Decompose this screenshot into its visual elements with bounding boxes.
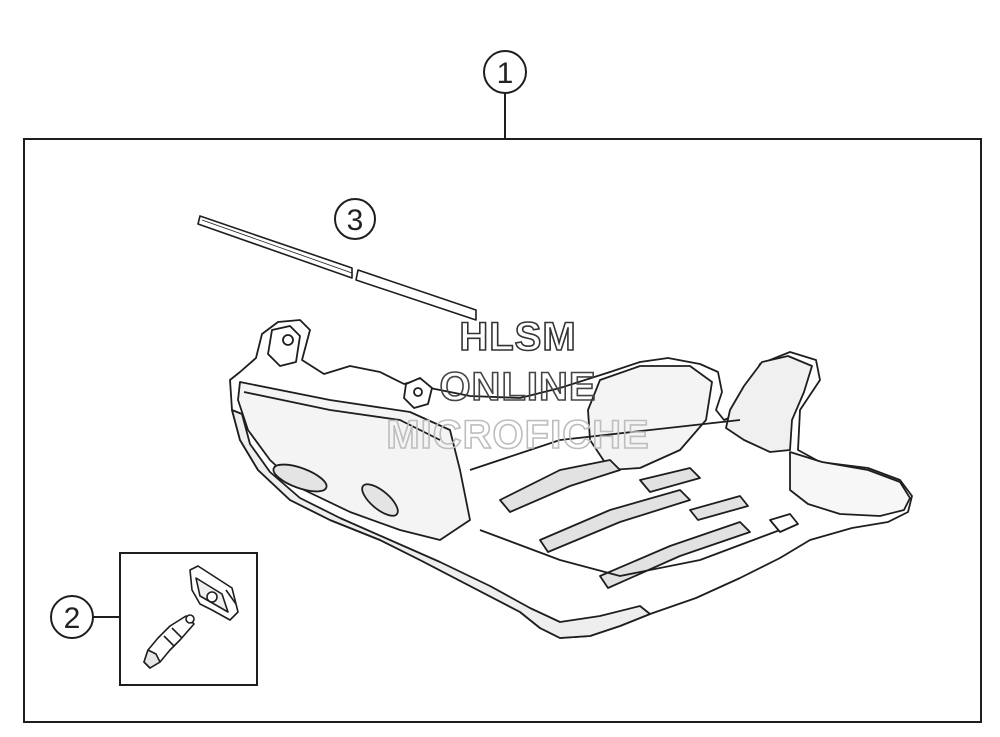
fastener-part[interactable] xyxy=(143,565,239,669)
rubber-strip-segment-2 xyxy=(355,269,477,321)
fastener-bolt-thread xyxy=(171,627,183,639)
skid-plate-rear-fin xyxy=(725,355,813,453)
fastener-bolt-thread-2 xyxy=(163,635,175,647)
skid-plate-recess-2 xyxy=(361,483,399,517)
skid-plate-recess-1 xyxy=(272,463,328,493)
fastener-detail-box xyxy=(119,552,258,686)
callout-3-label: 3 xyxy=(347,204,364,237)
skid-plate-rib-2 xyxy=(539,489,691,553)
skid-plate-rear-tab xyxy=(769,513,799,533)
fastener-clip-hole xyxy=(206,591,218,603)
skid-plate-left-wall-line xyxy=(243,391,441,441)
skid-plate-left-tab-hole xyxy=(282,334,294,346)
watermark: HLSM ONLINE MICROFICHE xyxy=(386,314,650,458)
callout-2[interactable]: 2 xyxy=(50,595,120,639)
watermark-line-3: MICROFICHE xyxy=(386,413,649,457)
rubber-strip-segment-1 xyxy=(197,215,353,279)
watermark-line-2: ONLINE xyxy=(439,365,596,409)
fastener-bolt-tip xyxy=(185,614,195,624)
skid-plate-front-lip xyxy=(231,409,651,639)
skid-plate-rib-1 xyxy=(499,459,621,513)
callout-1-label: 1 xyxy=(497,57,514,90)
fastener-bolt-head xyxy=(143,649,161,669)
skid-plate-center-tab-hole xyxy=(413,387,423,397)
fastener-clip-edge xyxy=(225,589,237,605)
watermark-line-1: HLSM xyxy=(459,315,576,359)
callout-1[interactable]: 1 xyxy=(483,50,527,139)
skid-plate-rib-3 xyxy=(599,521,751,589)
callout-3[interactable]: 3 xyxy=(334,198,376,240)
skid-plate-rib-5 xyxy=(689,495,749,521)
skid-plate-right-wall xyxy=(587,365,713,471)
skid-plate-part[interactable] xyxy=(229,319,913,639)
rubber-strip-part[interactable] xyxy=(197,215,477,321)
callout-3-circle xyxy=(334,198,376,240)
rubber-strip-inner-line xyxy=(201,219,353,274)
skid-plate-left-wall xyxy=(237,381,471,541)
callout-1-circle xyxy=(483,50,527,94)
skid-plate-floor-line xyxy=(469,419,741,471)
skid-plate-left-tab xyxy=(267,325,301,367)
skid-plate-rear-flange xyxy=(789,451,911,517)
assembly-frame xyxy=(23,138,982,723)
skid-plate-rib-4 xyxy=(639,467,701,493)
callout-2-label: 2 xyxy=(64,602,81,635)
